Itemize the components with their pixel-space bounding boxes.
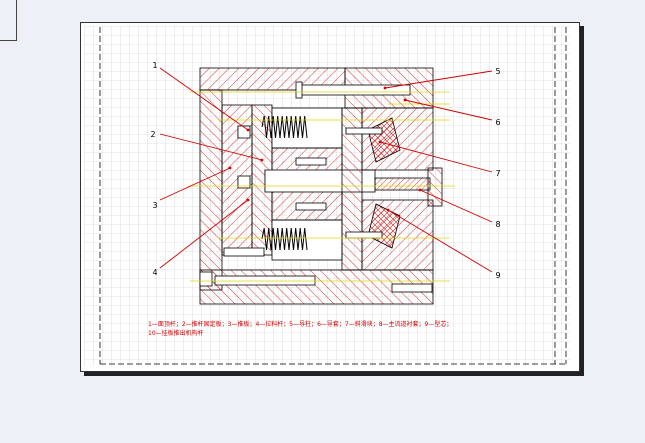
guide-pin-head-top xyxy=(295,81,303,99)
legend-line-1: 1—面顶杆；2—推杆固定板；3—推板；4—拉料杆；5—导柱；6—导套；7—斜滑块… xyxy=(148,321,453,328)
springs xyxy=(261,115,308,251)
leader-line-5 xyxy=(384,70,493,89)
leader-dot-1 xyxy=(246,128,250,132)
leader-dot-4 xyxy=(246,198,250,202)
spring-bottom xyxy=(261,227,308,251)
spring-cavity-bottom xyxy=(271,219,343,261)
callouts: 1 2 3 4 5 6 7 8 9 xyxy=(150,61,500,280)
ejector-pin-low xyxy=(295,202,327,211)
leader-line-7 xyxy=(379,141,493,173)
screw-bottom-left xyxy=(223,247,265,257)
leader-dot-3 xyxy=(228,166,232,170)
callout-number-3: 3 xyxy=(152,201,157,210)
leader-dot-9 xyxy=(386,208,390,212)
leader-line-1 xyxy=(159,67,249,131)
parts-legend: 1—面顶杆；2—推杆固定板；3—推板；4—拉料杆；5—导柱；6—导套；7—斜滑块… xyxy=(148,320,498,338)
leader-dot-8 xyxy=(418,188,422,192)
callout-number-5: 5 xyxy=(495,67,500,76)
guide-pin-head-bottom xyxy=(199,271,213,287)
guide-bush-bottom xyxy=(391,283,433,293)
leader-line-6 xyxy=(404,99,493,121)
callout-number-8: 8 xyxy=(495,220,500,229)
locating-ring xyxy=(427,167,443,207)
corner-frame-mark xyxy=(0,0,17,41)
leader-dot-7 xyxy=(378,140,382,144)
return-pin-bottom xyxy=(345,231,383,239)
bolt-head-top xyxy=(237,125,251,139)
leader-dot-6 xyxy=(403,98,407,102)
leader-line-4 xyxy=(159,199,249,269)
leader-dot-2 xyxy=(260,158,264,162)
spring-cavity-top xyxy=(271,107,343,149)
callout-number-1: 1 xyxy=(152,61,157,70)
sprue-bushing xyxy=(374,177,431,191)
return-pin-top xyxy=(345,127,383,135)
callout-number-6: 6 xyxy=(495,118,500,127)
callout-number-9: 9 xyxy=(495,271,500,280)
leader-line-8 xyxy=(419,189,493,223)
callout-number-2: 2 xyxy=(150,130,155,139)
mold-assembly xyxy=(199,67,443,305)
legend-line-2: 10—挂板推出机构杆 xyxy=(148,330,204,337)
bolt-head-mid xyxy=(237,175,251,189)
leader-dot-5 xyxy=(383,86,387,90)
leader-line-2 xyxy=(159,133,263,161)
callout-number-4: 4 xyxy=(152,268,157,277)
centerlines xyxy=(188,91,455,282)
ejector-pin-mid xyxy=(295,157,327,166)
leader-line-9 xyxy=(387,209,493,273)
leader-line-3 xyxy=(159,167,231,201)
guide-pin-bottom xyxy=(214,275,316,286)
spring-top xyxy=(261,115,308,139)
title-frame xyxy=(99,27,567,365)
callout-number-7: 7 xyxy=(495,169,500,178)
